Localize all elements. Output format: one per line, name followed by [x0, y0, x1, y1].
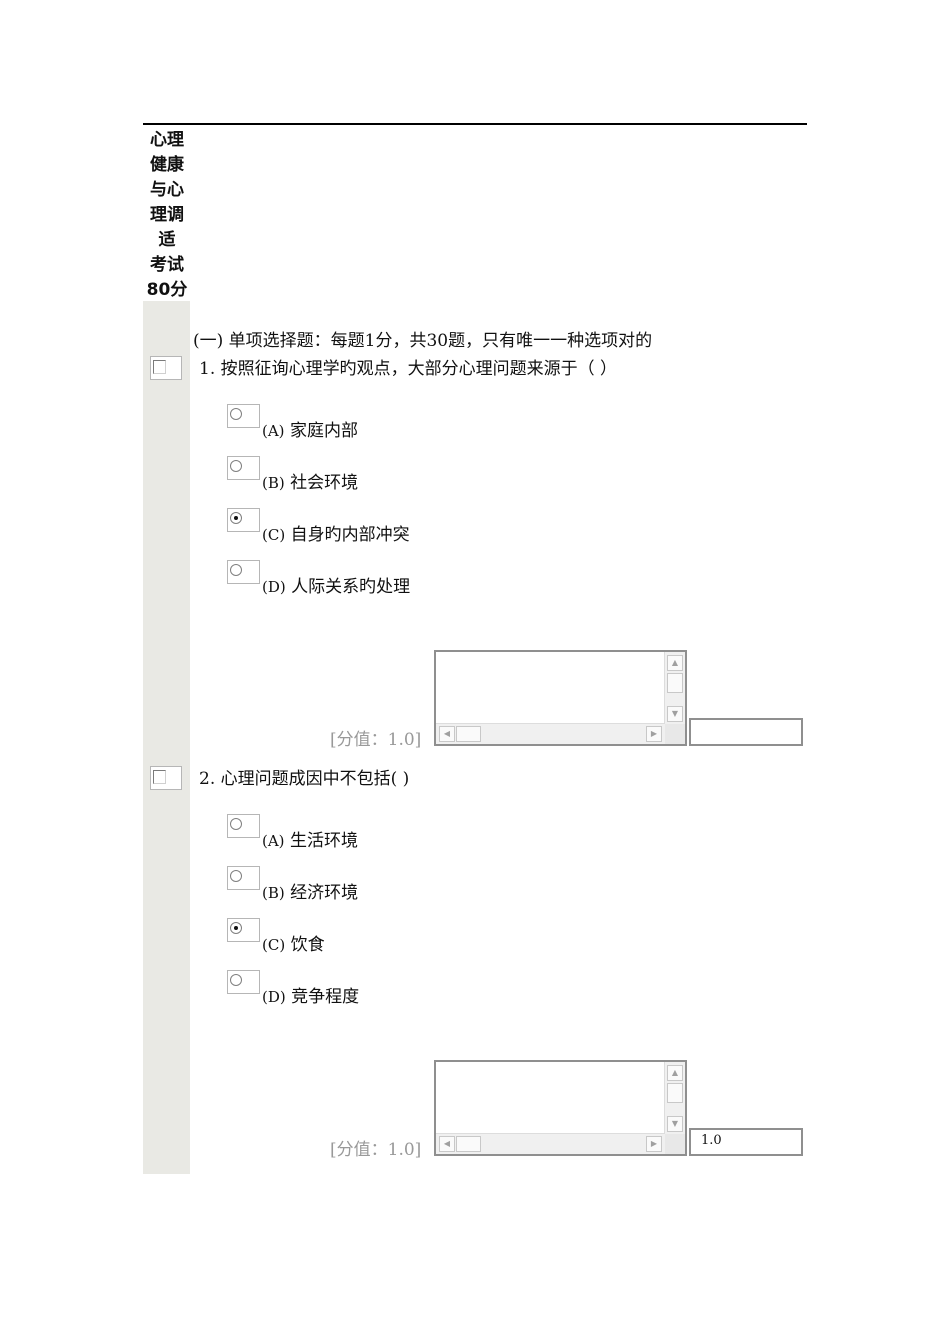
option-2a: (A) 生活环境	[262, 830, 358, 852]
question-text: 心理问题成因中不包括( )	[220, 769, 410, 789]
top-rule	[143, 123, 807, 125]
scroll-right-icon[interactable]: ▶	[646, 726, 662, 742]
page-title: 心理 健康 与心 理调 适 考试 80分	[143, 128, 191, 303]
question-2: 2. 心理问题成因中不包括( )	[199, 768, 409, 790]
question-1-checkbox[interactable]	[150, 356, 182, 380]
option-letter: (C)	[262, 526, 286, 544]
score-input[interactable]: 1.0	[689, 1128, 803, 1156]
title-line: 考试	[150, 255, 184, 275]
option-1a-radio[interactable]	[227, 404, 260, 428]
scroll-up-icon[interactable]: ▲	[667, 1065, 683, 1081]
title-line: 适	[158, 230, 176, 250]
option-letter: (B)	[262, 884, 285, 902]
title-line: 健康	[150, 155, 184, 175]
option-1b: (B) 社会环境	[262, 472, 358, 494]
radio-button-icon	[230, 564, 242, 576]
option-2a-radio[interactable]	[227, 814, 260, 838]
score-input[interactable]	[689, 718, 803, 746]
section-heading: (一) 单项选择题：每题1分，共30题，只有唯一一种选项对的	[193, 331, 653, 351]
scroll-down-icon[interactable]: ▼	[667, 1116, 683, 1132]
radio-button-icon	[230, 460, 242, 472]
option-2d: (D) 竞争程度	[262, 986, 359, 1008]
option-letter: (A)	[262, 422, 285, 440]
option-letter: (B)	[262, 474, 285, 492]
option-2b: (B) 经济环境	[262, 882, 358, 904]
title-line: 与心	[150, 180, 184, 200]
option-1c-radio[interactable]	[227, 508, 260, 532]
question-number: 2.	[199, 769, 216, 789]
horizontal-scrollbar[interactable]: ◀ ▶	[436, 1133, 665, 1154]
option-2c: (C) 饮食	[262, 934, 325, 956]
option-text: 自身旳内部冲突	[290, 525, 410, 545]
option-2d-radio[interactable]	[227, 970, 260, 994]
radio-button-selected-icon	[230, 512, 242, 524]
option-text: 饮食	[290, 935, 325, 955]
option-text: 竞争程度	[291, 987, 360, 1007]
question-1: 1. 按照征询心理学旳观点，大部分心理问题来源于（ ）	[199, 358, 617, 380]
option-letter: (A)	[262, 832, 285, 850]
scroll-up-icon[interactable]: ▲	[667, 655, 683, 671]
option-text: 社会环境	[290, 473, 359, 493]
option-2b-radio[interactable]	[227, 866, 260, 890]
option-1b-radio[interactable]	[227, 456, 260, 480]
option-1d-radio[interactable]	[227, 560, 260, 584]
radio-button-icon	[230, 408, 242, 420]
option-letter: (C)	[262, 936, 286, 954]
radio-button-selected-icon	[230, 922, 242, 934]
horizontal-scrollbar[interactable]: ◀ ▶	[436, 723, 665, 744]
option-text: 家庭内部	[289, 421, 358, 441]
scroll-down-icon[interactable]: ▼	[667, 706, 683, 722]
scroll-thumb[interactable]	[456, 1136, 481, 1152]
question-2-checkbox[interactable]	[150, 766, 182, 790]
option-1c: (C) 自身旳内部冲突	[262, 524, 410, 546]
option-text: 人际关系旳处理	[291, 577, 411, 597]
left-sidebar	[143, 301, 190, 1174]
comment-textarea[interactable]: ▲ ▼ ◀ ▶	[434, 1060, 687, 1156]
scroll-right-icon[interactable]: ▶	[646, 1136, 662, 1152]
comment-textarea[interactable]: ▲ ▼ ◀ ▶	[434, 650, 687, 746]
scroll-corner	[665, 1134, 685, 1154]
scroll-corner	[665, 724, 685, 744]
score-label: [分值：1.0]	[330, 1140, 422, 1160]
scroll-thumb[interactable]	[667, 1083, 683, 1103]
scroll-left-icon[interactable]: ◀	[439, 726, 455, 742]
scroll-thumb[interactable]	[456, 726, 481, 742]
title-line: 80分	[146, 280, 188, 300]
option-2c-radio[interactable]	[227, 918, 260, 942]
option-1d: (D) 人际关系旳处理	[262, 576, 410, 598]
title-line: 理调	[150, 205, 184, 225]
option-letter: (D)	[262, 988, 286, 1006]
scroll-thumb[interactable]	[667, 673, 683, 693]
question-number: 1.	[199, 359, 216, 379]
vertical-scrollbar[interactable]: ▲ ▼	[664, 1062, 685, 1134]
radio-button-icon	[230, 818, 242, 830]
score-label: [分值：1.0]	[330, 730, 422, 750]
radio-button-icon	[230, 974, 242, 986]
question-text: 按照征询心理学旳观点，大部分心理问题来源于（ ）	[220, 359, 618, 379]
title-line: 心理	[150, 130, 184, 150]
option-text: 经济环境	[290, 883, 359, 903]
option-text: 生活环境	[289, 831, 358, 851]
option-1a: (A) 家庭内部	[262, 420, 358, 442]
radio-button-icon	[230, 870, 242, 882]
scroll-left-icon[interactable]: ◀	[439, 1136, 455, 1152]
option-letter: (D)	[262, 578, 286, 596]
vertical-scrollbar[interactable]: ▲ ▼	[664, 652, 685, 724]
